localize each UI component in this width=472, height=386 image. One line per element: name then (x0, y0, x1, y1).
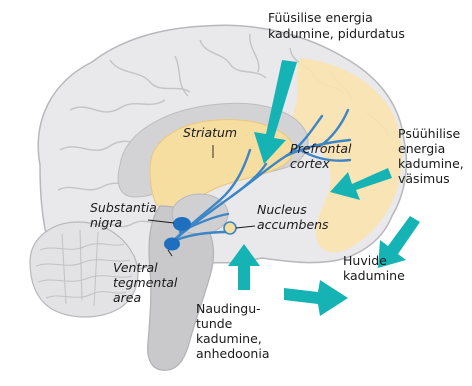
striatum-label: Striatum (183, 125, 237, 140)
vta-dot (164, 238, 180, 251)
substantia-nigra-dot (173, 217, 191, 231)
arrow-bottom (284, 280, 348, 316)
physical-energy-label: Füüsilise energia kadumine, pidurdatus (268, 10, 405, 41)
pleasure-loss-label: Naudingu- tunde kadumine, anhedoonia (196, 301, 269, 361)
nucleus-accumbens-dot (224, 222, 236, 234)
mental-energy-label: Psüühilise energia kadumine, väsimus (398, 126, 468, 186)
